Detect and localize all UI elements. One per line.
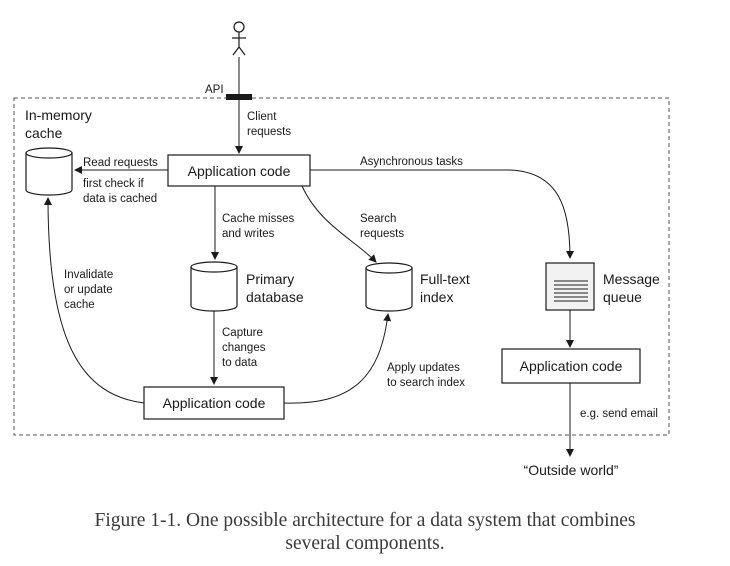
caption-line-1: Figure 1-1. One possible architecture fo… bbox=[94, 510, 636, 531]
send-email-label: e.g. send email bbox=[580, 408, 658, 420]
async-tasks-label: Asynchronous tasks bbox=[360, 156, 463, 168]
app-code-bottom-label: Application code bbox=[163, 395, 266, 411]
caption-line-2: several components. bbox=[285, 533, 445, 554]
cache-misses-label: Cache misses and writes bbox=[222, 213, 297, 240]
cache-cylinder bbox=[25, 147, 73, 196]
architecture-diagram: API Client requests In-memory cache Appl… bbox=[13, 21, 670, 478]
invalidate-cache-arrow bbox=[44, 197, 145, 404]
search-requests-label: Search requests bbox=[360, 213, 404, 240]
primary-database-label: Primary database bbox=[246, 271, 304, 305]
figure-caption: Figure 1-1. One possible architecture fo… bbox=[0, 509, 730, 555]
async-tasks-arrow bbox=[310, 169, 574, 259]
in-memory-cache-label: In-memory cache bbox=[25, 107, 96, 141]
message-queue-icon bbox=[545, 262, 595, 311]
api-endpoint bbox=[226, 94, 252, 100]
client-requests-label: Client requests bbox=[247, 111, 291, 138]
read-requests-label: Read requests bbox=[83, 157, 158, 169]
app-code-top-box bbox=[167, 154, 311, 187]
full-text-index-label: Full-text index bbox=[420, 271, 474, 305]
invalidate-label: Invalidate or update cache bbox=[64, 269, 116, 311]
message-queue-label: Message queue bbox=[603, 271, 664, 305]
app-code-bottom-box bbox=[143, 386, 285, 420]
app-code-top-label: Application code bbox=[188, 163, 291, 179]
apply-updates-label: Apply updates to search index bbox=[387, 362, 465, 389]
user-icon bbox=[232, 21, 246, 56]
search-requests-arrow bbox=[301, 185, 377, 263]
api-label: API bbox=[205, 84, 224, 96]
primary-database-cylinder bbox=[190, 261, 238, 312]
system-boundary bbox=[13, 97, 670, 436]
outside-world-label: “Outside world” bbox=[524, 462, 619, 478]
app-code-right-label: Application code bbox=[520, 358, 623, 374]
full-text-index-cylinder bbox=[365, 262, 413, 312]
apply-updates-arrow bbox=[283, 313, 392, 404]
first-check-label: first check if data is cached bbox=[83, 178, 157, 205]
capture-changes-label: Capture changes to data bbox=[222, 327, 269, 369]
app-code-right-box bbox=[501, 348, 641, 384]
